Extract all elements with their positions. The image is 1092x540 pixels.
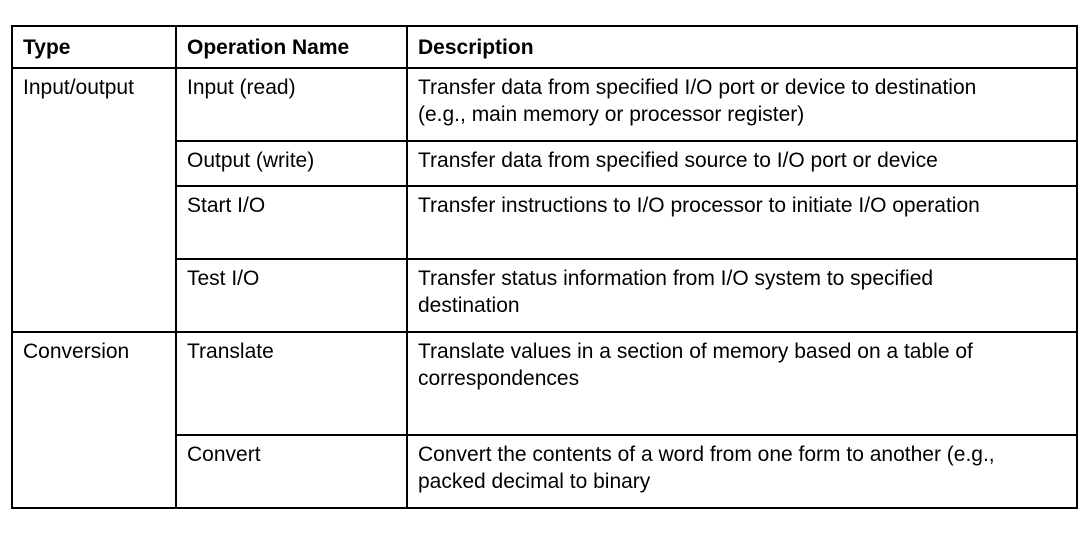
description-line: Transfer status information from I/O sys… — [418, 267, 934, 290]
type-cell-input-output: Input/output — [11, 67, 177, 333]
operation-cell: Test I/O — [175, 258, 408, 333]
table-row: Test I/O Transfer status information fro… — [12, 258, 1078, 333]
operations-table: Type Operation Name Description Input/ou… — [11, 25, 1078, 509]
table-row: Output (write) Transfer data from specif… — [12, 140, 1078, 187]
description-line: packed decimal to binary — [418, 470, 651, 493]
table-row: Start I/O Transfer instructions to I/O p… — [12, 185, 1078, 260]
header-operation-name: Operation Name — [175, 25, 408, 69]
description-cell: Transfer data from specified source to I… — [406, 140, 1078, 187]
table-row: Convert Convert the contents of a word f… — [12, 434, 1078, 509]
operation-cell: Input (read) — [175, 67, 408, 142]
operation-cell: Translate — [175, 331, 408, 436]
type-cell-conversion: Conversion — [11, 331, 177, 509]
description-line: correspondences — [418, 367, 580, 390]
header-row: Type Operation Name Description — [11, 25, 1078, 69]
description-cell: Convert the contents of a word from one … — [406, 434, 1078, 509]
table-row: Conversion Translate Translate values in… — [11, 331, 1078, 509]
description-cell: Transfer data from specified I/O port or… — [406, 67, 1078, 142]
operation-cell: Output (write) — [175, 140, 408, 187]
description-line: Convert the contents of a word from one … — [418, 443, 995, 466]
description-cell: Transfer instructions to I/O processor t… — [406, 185, 1078, 260]
header-type: Type — [11, 25, 177, 69]
description-line: Transfer data from specified I/O port or… — [418, 76, 977, 99]
description-line: (e.g., main memory or processor register… — [418, 103, 805, 126]
description-line: Transfer instructions to I/O processor t… — [418, 194, 980, 217]
description-line: destination — [418, 294, 520, 317]
operation-cell: Convert — [175, 434, 408, 509]
description-line: Transfer data from specified source to I… — [418, 149, 938, 172]
description-cell: Transfer status information from I/O sys… — [406, 258, 1078, 333]
operation-cell: Start I/O — [175, 185, 408, 260]
description-cell: Translate values in a section of memory … — [406, 331, 1078, 436]
description-line: Translate values in a section of memory … — [418, 340, 973, 363]
header-description: Description — [406, 25, 1078, 69]
table-row: Input/output Input (read) Transfer data … — [11, 67, 1078, 333]
